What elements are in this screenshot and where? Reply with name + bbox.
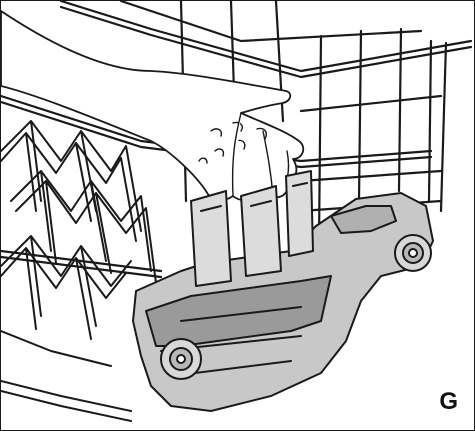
hand (1, 10, 305, 202)
rack-adjuster-housing (132, 170, 434, 412)
rack-wheel-left (160, 338, 202, 380)
rack-wheel-right (394, 234, 432, 272)
panel-label: G (439, 388, 458, 415)
